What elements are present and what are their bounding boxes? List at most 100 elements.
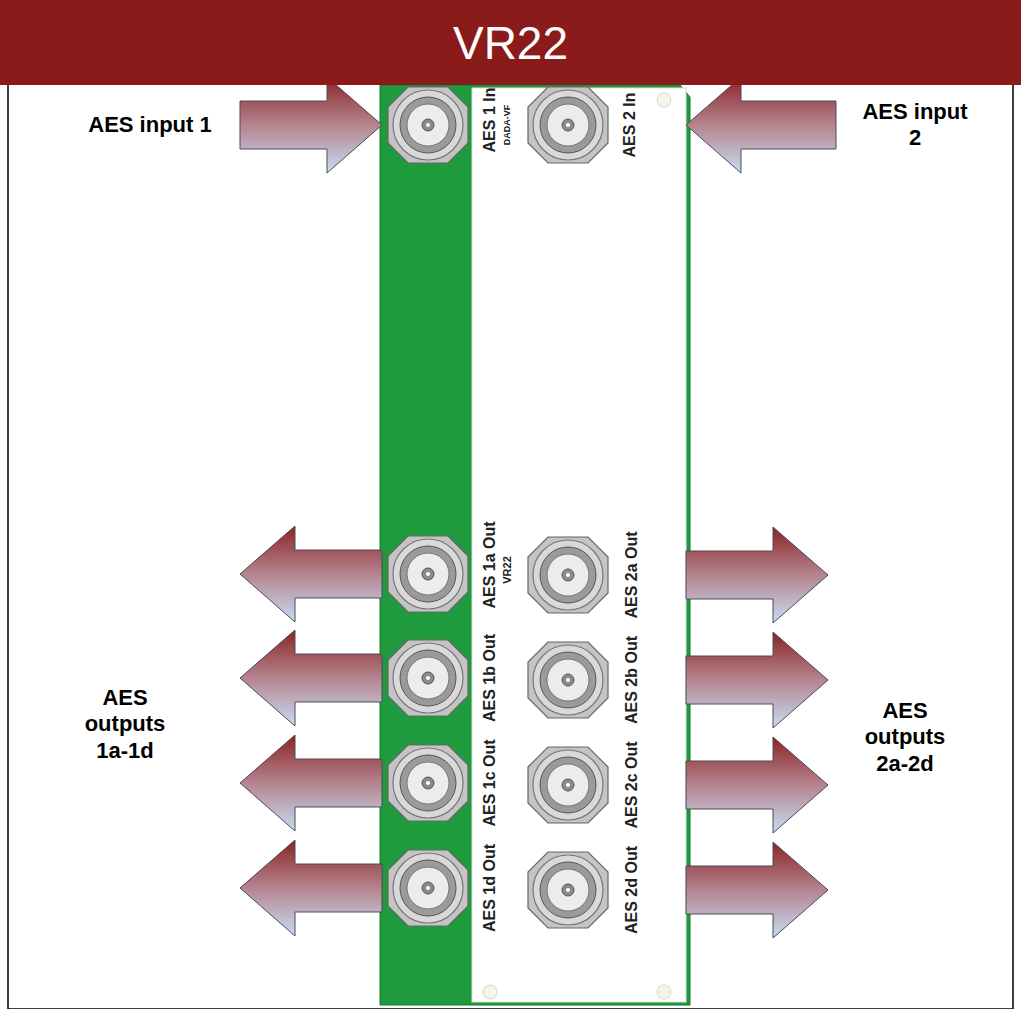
bnc-ring [400, 860, 456, 916]
bnc-pin-tip [566, 678, 570, 682]
bnc-nut [528, 87, 608, 163]
bnc-insulator [547, 554, 589, 596]
bnc-insulator [407, 104, 449, 146]
bnc-nut [528, 642, 608, 718]
screw-hole [657, 93, 671, 107]
signal-arrow [240, 526, 382, 622]
bnc-ring [540, 757, 596, 813]
bnc-ring [400, 546, 456, 602]
board-marking: DADA-VF [502, 105, 512, 146]
bnc-pin-tip [426, 781, 430, 785]
bnc-ring [400, 650, 456, 706]
bnc-pin-tip [566, 573, 570, 577]
bnc-ring [540, 862, 596, 918]
bnc-connector [388, 640, 468, 716]
bnc-pin-tip [566, 123, 570, 127]
signal-arrow [240, 735, 382, 831]
bnc-pin-tip [566, 888, 570, 892]
bnc-insulator [547, 659, 589, 701]
screw-hole [657, 985, 671, 999]
screw-hole [483, 985, 497, 999]
signal-arrow [240, 840, 382, 936]
callout-label: AES outputs 1a-1d [78, 685, 173, 764]
bnc-ring [393, 643, 463, 713]
bnc-insulator [547, 104, 589, 146]
bnc-nut [528, 747, 608, 823]
title: VR22 [453, 16, 568, 70]
frame [8, 0, 1013, 1009]
bnc-ring [533, 750, 603, 820]
bnc-pin [562, 119, 574, 131]
bnc-pin [562, 779, 574, 791]
bnc-ring [393, 539, 463, 609]
board-marking: AES 2d Out [623, 846, 641, 934]
board-marking: AES 2 In [621, 93, 639, 158]
bnc-pin [422, 882, 434, 894]
bnc-pin-tip [426, 676, 430, 680]
bnc-pin [422, 119, 434, 131]
bnc-ring [400, 97, 456, 153]
bnc-connector [528, 747, 608, 823]
signal-arrow [686, 527, 828, 623]
callout-label: AES input 1 [88, 112, 211, 138]
bnc-ring [533, 855, 603, 925]
bnc-ring [393, 90, 463, 160]
callout-label: AES outputs 2a-2d [858, 698, 953, 777]
bnc-connector [528, 642, 608, 718]
bnc-connector [388, 745, 468, 821]
bnc-pin [562, 884, 574, 896]
board-marking: AES 1 In [481, 88, 499, 153]
bnc-pin-tip [426, 572, 430, 576]
bnc-pin-tip [426, 886, 430, 890]
bnc-pin [562, 674, 574, 686]
bnc-pin [422, 777, 434, 789]
bnc-nut [388, 536, 468, 612]
board-marking: AES 2a Out [623, 531, 641, 618]
bnc-pin [422, 672, 434, 684]
bnc-ring [400, 755, 456, 811]
bnc-connector [388, 850, 468, 926]
bnc-ring [533, 90, 603, 160]
board-marking: AES 1d Out [481, 844, 499, 932]
bnc-pin-tip [566, 783, 570, 787]
bnc-nut [388, 640, 468, 716]
bnc-pin [422, 568, 434, 580]
bnc-ring [533, 645, 603, 715]
board-marking: AES 2c Out [623, 741, 641, 828]
bnc-pin-tip [426, 123, 430, 127]
bnc-ring [540, 547, 596, 603]
bnc-nut [528, 852, 608, 928]
title-band: VR22 [0, 0, 1021, 85]
bnc-connector [388, 536, 468, 612]
bnc-connector [528, 537, 608, 613]
circuit-board [380, 85, 690, 1005]
bnc-insulator [547, 869, 589, 911]
signal-arrow [686, 632, 828, 728]
bnc-pin [562, 569, 574, 581]
signal-arrow [240, 77, 382, 173]
bnc-ring [393, 748, 463, 818]
bnc-nut [388, 87, 468, 163]
bnc-nut [388, 745, 468, 821]
signal-arrow [686, 737, 828, 833]
signal-arrow [686, 842, 828, 938]
bnc-nut [388, 850, 468, 926]
bnc-insulator [407, 867, 449, 909]
label-panel [472, 88, 686, 1002]
bnc-connector [528, 87, 608, 163]
signal-arrow [240, 630, 382, 726]
bnc-insulator [407, 657, 449, 699]
bnc-nut [528, 537, 608, 613]
board-marking: AES 2b Out [623, 636, 641, 724]
bnc-ring [533, 540, 603, 610]
bnc-connector [528, 852, 608, 928]
signal-arrow [686, 77, 836, 173]
board-marking: AES 1a Out [481, 521, 499, 608]
bnc-connector [388, 87, 468, 163]
callout-label: AES input 2 [862, 99, 968, 152]
bnc-ring [393, 853, 463, 923]
board-marking: AES 1c Out [481, 739, 499, 826]
bnc-ring [540, 652, 596, 708]
bnc-insulator [547, 764, 589, 806]
